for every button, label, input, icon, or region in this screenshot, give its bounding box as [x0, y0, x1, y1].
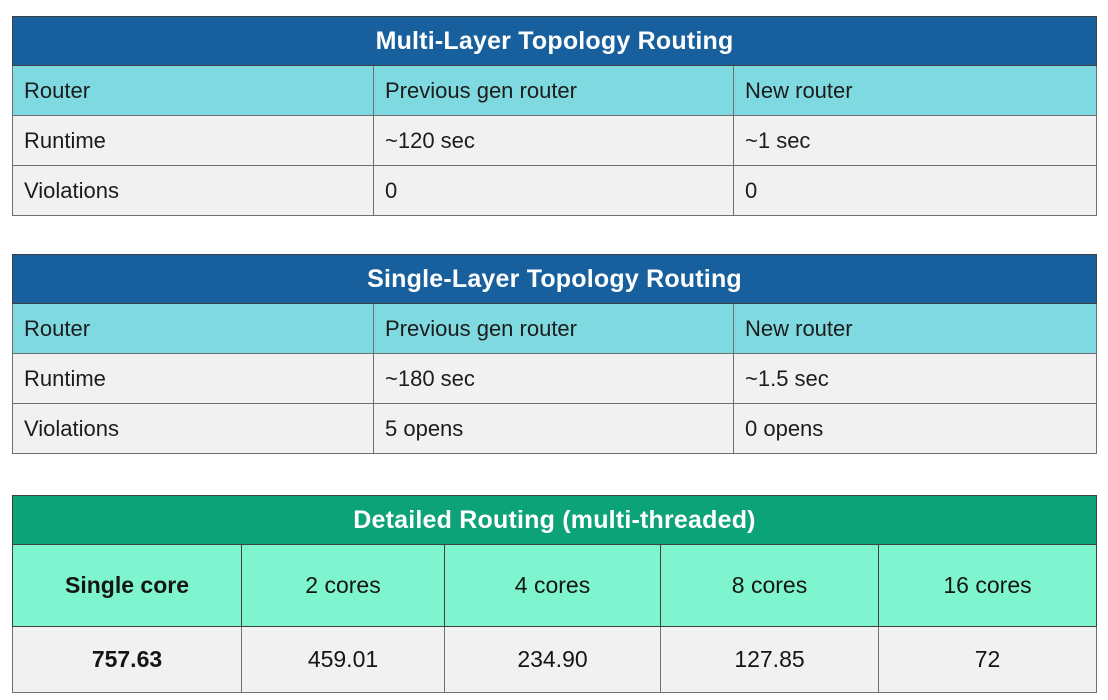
column-header-router: Router	[12, 65, 374, 116]
cell-runtime-single-core: 757.63	[12, 626, 242, 693]
cell-violations-previous: 5 opens	[373, 403, 734, 454]
cell-runtime-4-cores: 234.90	[444, 626, 661, 693]
column-header-8-cores: 8 cores	[660, 544, 879, 627]
table-title: Detailed Routing (multi-threaded)	[12, 495, 1097, 545]
table-row: Violations 0 0	[12, 165, 1097, 216]
cell-violations-new: 0 opens	[732, 403, 1098, 454]
column-header-single-core: Single core	[12, 544, 242, 627]
column-header-router: Router	[12, 303, 374, 354]
row-label-runtime: Runtime	[12, 353, 374, 404]
table-header-row: Router Previous gen router New router	[12, 65, 1097, 116]
cell-violations-new: 0	[733, 165, 1097, 216]
column-header-previous-gen-router: Previous gen router	[373, 65, 734, 116]
cell-runtime-16-cores: 72	[878, 626, 1097, 693]
column-header-previous-gen-router: Previous gen router	[373, 303, 734, 354]
cell-violations-previous: 0	[373, 165, 734, 216]
table-title-row: Detailed Routing (multi-threaded)	[12, 495, 1097, 545]
table-row: Violations 5 opens 0 opens	[12, 403, 1098, 454]
cell-runtime-new: ~1 sec	[733, 115, 1097, 166]
table-title: Single-Layer Topology Routing	[11, 254, 1098, 304]
cell-runtime-8-cores: 127.85	[660, 626, 879, 693]
cell-runtime-2-cores: 459.01	[241, 626, 445, 693]
table-row: Runtime ~120 sec ~1 sec	[12, 115, 1097, 166]
row-label-runtime: Runtime	[12, 115, 374, 166]
column-header-new-router: New router	[733, 65, 1097, 116]
column-header-new-router: New router	[732, 303, 1098, 354]
cell-runtime-previous: ~180 sec	[373, 353, 734, 404]
table-title-row: Multi-Layer Topology Routing	[12, 16, 1097, 66]
table-title: Multi-Layer Topology Routing	[12, 16, 1097, 66]
column-header-2-cores: 2 cores	[241, 544, 445, 627]
table-header-row: Single core 2 cores 4 cores 8 cores 16 c…	[12, 544, 1097, 627]
row-label-violations: Violations	[12, 403, 374, 454]
table-row: 757.63 459.01 234.90 127.85 72	[12, 626, 1097, 693]
table-header-row: Router Previous gen router New router	[12, 303, 1098, 354]
row-label-violations: Violations	[12, 165, 374, 216]
column-header-16-cores: 16 cores	[878, 544, 1097, 627]
single-layer-topology-routing-table: Single-Layer Topology Routing Router Pre…	[11, 254, 1098, 454]
table-row: Runtime ~180 sec ~1.5 sec	[12, 353, 1098, 404]
column-header-4-cores: 4 cores	[444, 544, 661, 627]
table-title-row: Single-Layer Topology Routing	[11, 254, 1098, 304]
multi-layer-topology-routing-table: Multi-Layer Topology Routing Router Prev…	[12, 16, 1097, 216]
cell-runtime-new: ~1.5 sec	[732, 353, 1098, 404]
cell-runtime-previous: ~120 sec	[373, 115, 734, 166]
detailed-routing-table: Detailed Routing (multi-threaded) Single…	[12, 495, 1097, 693]
